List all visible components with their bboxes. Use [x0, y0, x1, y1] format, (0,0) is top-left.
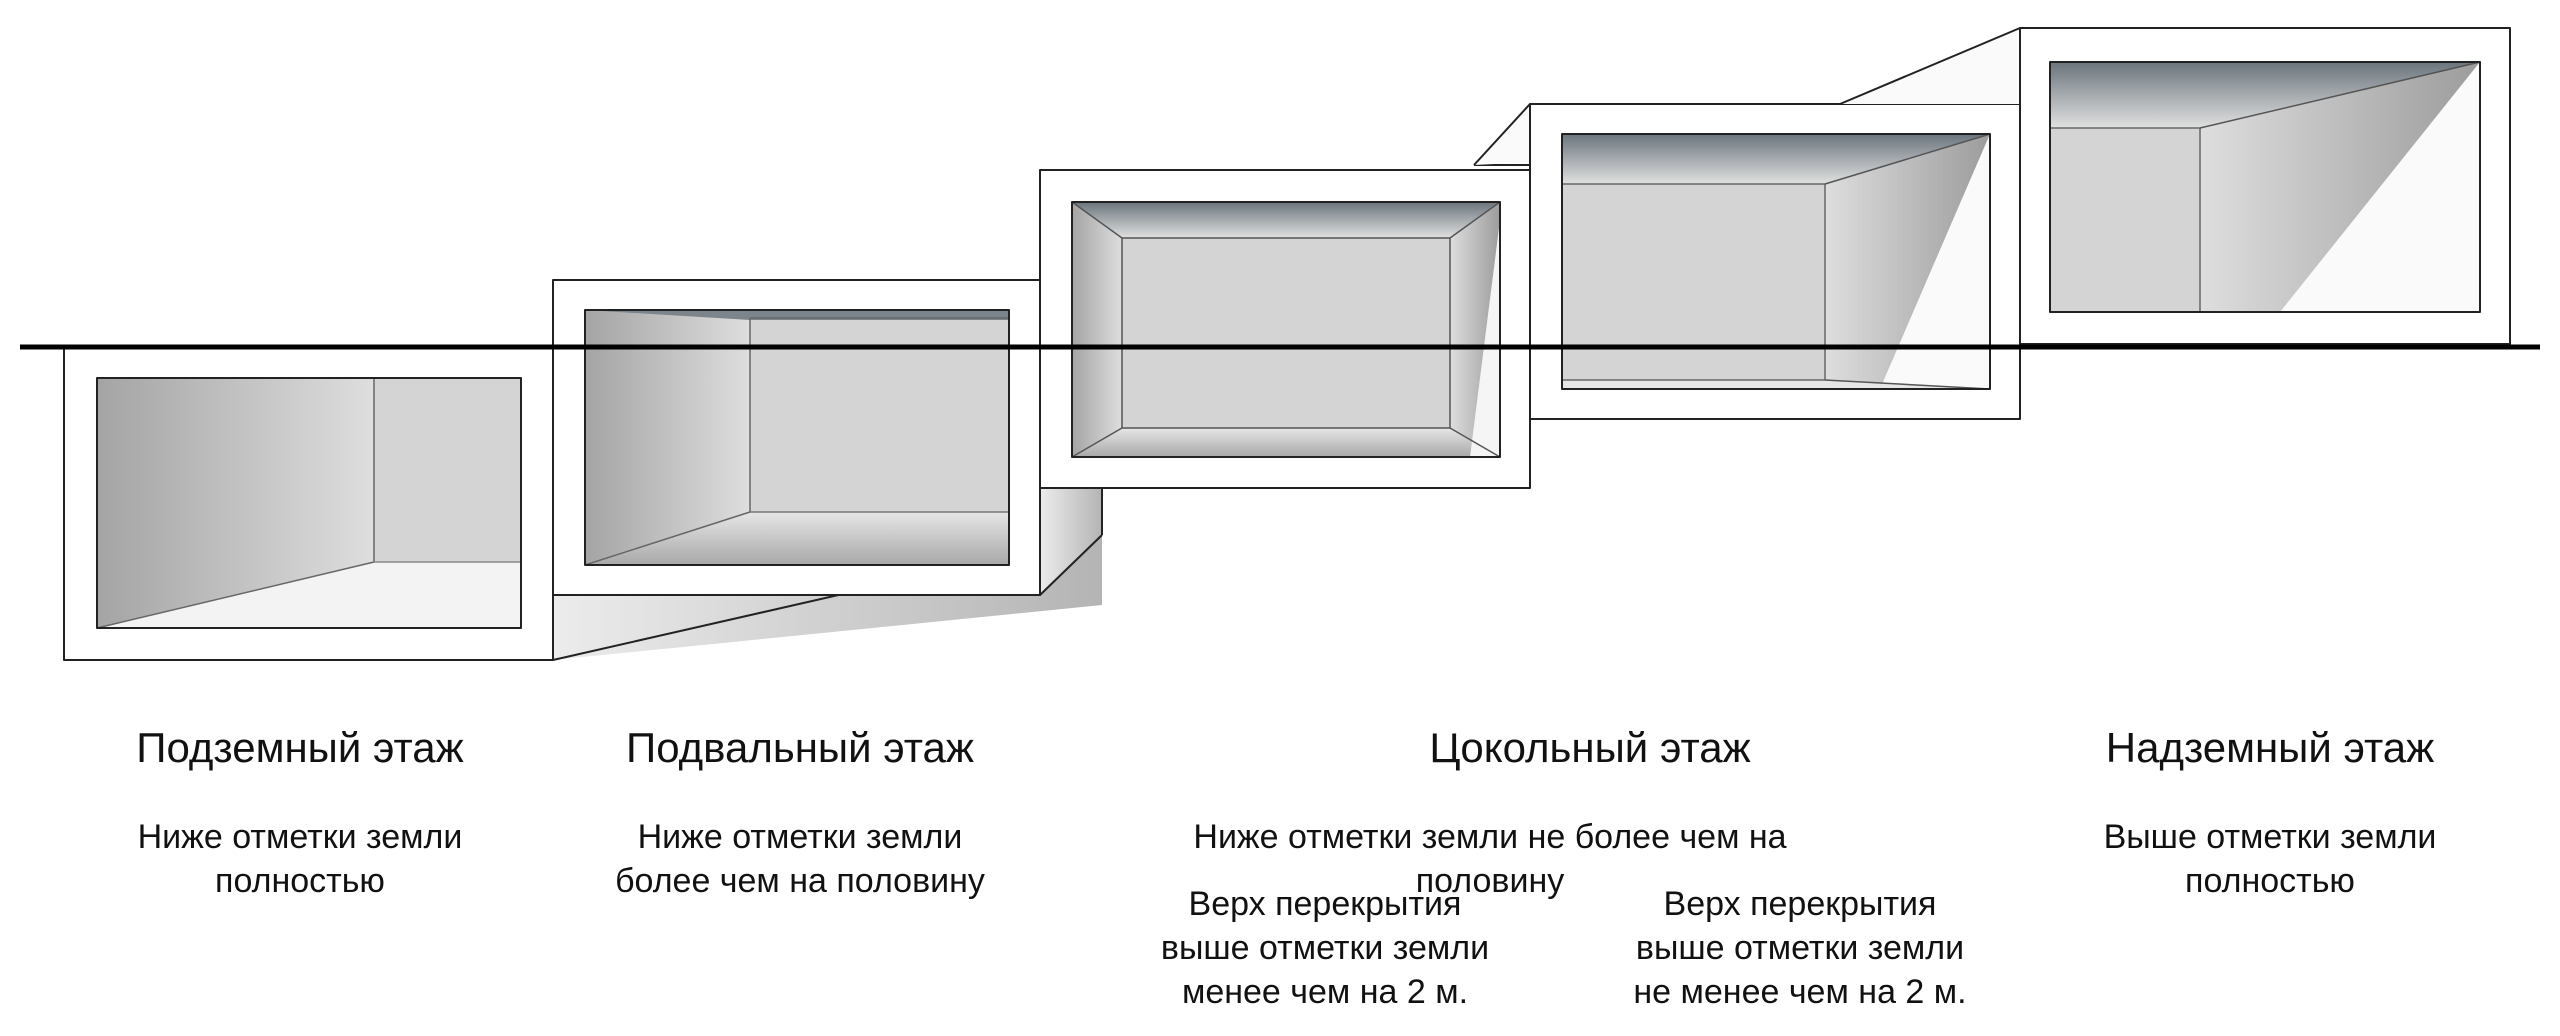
room-left-wall	[97, 378, 374, 628]
above-ground-floor-title: Надземный этаж	[2105, 724, 2435, 771]
box-underground	[63, 346, 1103, 661]
room-floor	[1562, 380, 1990, 389]
room-floor	[1072, 428, 1500, 457]
room-left-wall	[1072, 202, 1122, 457]
room-back-wall	[1121, 237, 1451, 429]
plinth-floor-note-low: Верх перекрытия выше отметки земли менее…	[1160, 885, 1490, 1011]
floor-types-diagram	[20, 27, 2540, 661]
box-above-ground	[1839, 27, 2511, 346]
plinth-floor-description: Ниже отметки земли не более чем на полов…	[1193, 818, 1787, 900]
room-ceiling	[1072, 202, 1500, 238]
room-opening-fill	[1072, 202, 1500, 457]
exterior-side-face	[1040, 478, 1102, 595]
room-right-wall	[1825, 134, 1990, 389]
room-right-light	[1880, 134, 1990, 389]
room-ceiling	[2050, 62, 2480, 128]
room-right-light	[2280, 62, 2480, 312]
basement-floor-title: Подвальный этаж	[626, 724, 974, 771]
plinth-floor-note-high: Верх перекрытия выше отметки земли не ме…	[1633, 885, 1967, 1011]
underground-floor-description: Ниже отметки земли полностью	[137, 818, 463, 900]
underground-floor-title: Подземный этаж	[136, 724, 464, 771]
box-plinth	[1039, 164, 1531, 489]
room-opening	[2049, 61, 2481, 313]
room-opening	[96, 377, 522, 629]
room-right-wall	[2200, 62, 2480, 312]
room-floor	[585, 512, 1009, 565]
room-right-light	[1470, 220, 1500, 457]
above-ground-floor-description: Выше отметки земли полностью	[2103, 818, 2437, 900]
room-floor	[97, 562, 521, 628]
room-opening	[1561, 133, 1991, 390]
room-opening	[584, 309, 1010, 566]
box-plinth-high	[1473, 103, 2021, 420]
plinth-floor-title: Цокольный этаж	[1429, 724, 1751, 771]
room-opening	[1071, 201, 1501, 458]
basement-floor-description: Ниже отметки земли более чем на половину	[615, 818, 985, 900]
box-basement	[552, 279, 1103, 596]
room-ceiling	[1562, 134, 1990, 184]
room-left-wall	[585, 310, 750, 565]
